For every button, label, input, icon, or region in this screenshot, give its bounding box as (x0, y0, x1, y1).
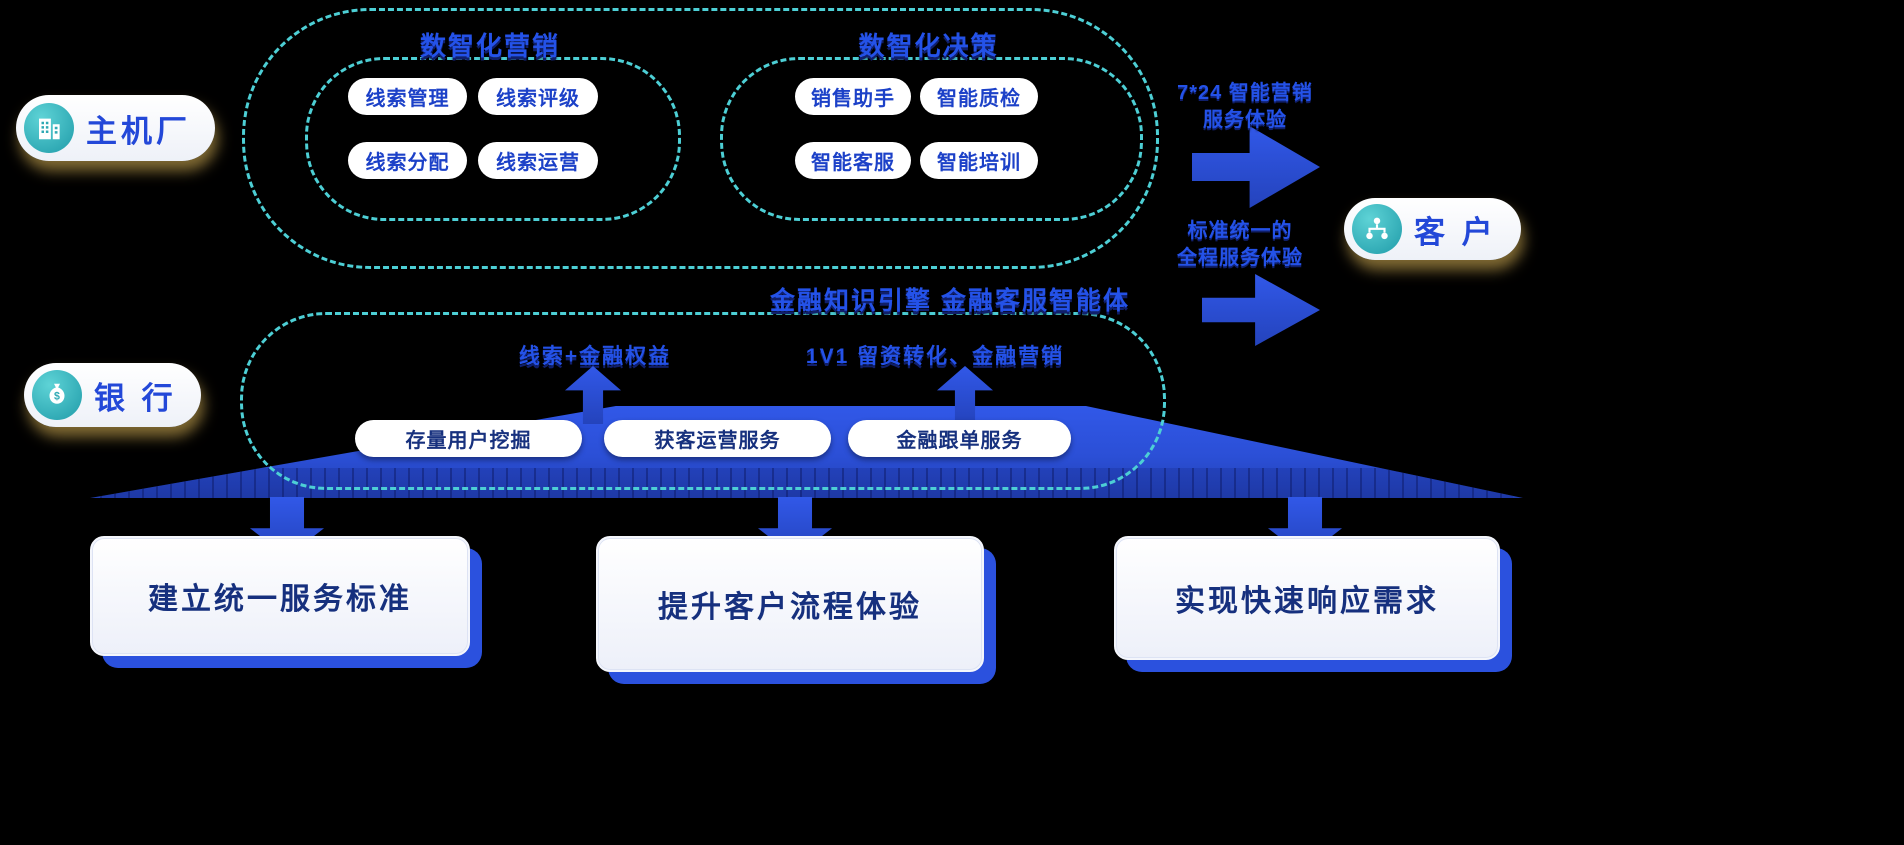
right-arrow-top-label: 7*24 智能营销 服务体验 (1155, 80, 1335, 134)
actor-oem-label: 主机厂 (86, 113, 191, 149)
decision-item-smart-service: 智能客服 (795, 142, 911, 179)
bank-flow-right-label: 1V1 留资转化、金融营销 (805, 345, 1065, 368)
marketing-item-lead-assignment: 线索分配 (348, 142, 467, 179)
service-acquisition-operation: 获客运营服务 (604, 420, 831, 457)
right-arrow-bottom-label-line1: 标准统一的 (1187, 220, 1293, 242)
decision-item-sales-assistant: 销售助手 (795, 78, 911, 115)
result-card-unified-standard-label: 建立统一服务标准 (148, 583, 412, 616)
right-arrow-bottom-label: 标准统一的 全程服务体验 (1160, 218, 1320, 272)
card-face: 提升客户流程体验 (596, 536, 984, 672)
bank-flow-left-label: 线索+金融权益 (518, 345, 672, 368)
service-finance-follow-up: 金融跟单服务 (848, 420, 1071, 457)
actor-customer: 客 户 (1344, 198, 1521, 260)
marketing-group-box (305, 57, 681, 221)
oem-capability-group-box (242, 8, 1159, 269)
decision-item-smart-qc: 智能质检 (920, 78, 1038, 115)
result-card-process-experience-label: 提升客户流程体验 (658, 591, 922, 624)
result-card-rapid-response: 实现快速响应需求 (1114, 536, 1512, 672)
right-arrow-top-label-line2: 服务体验 (1203, 109, 1287, 131)
result-card-rapid-response-label: 实现快速响应需求 (1175, 585, 1439, 618)
result-card-process-experience: 提升客户流程体验 (596, 536, 996, 684)
marketing-item-lead-operation: 线索运营 (478, 142, 598, 179)
actor-bank: $ 银 行 (24, 363, 201, 427)
card-face: 建立统一服务标准 (90, 536, 470, 656)
bank-group-box (240, 312, 1166, 490)
marketing-item-lead-management: 线索管理 (348, 78, 467, 115)
org-people-icon (1352, 204, 1402, 254)
right-arrow-top-label-line1: 7*24 智能营销 (1177, 82, 1313, 104)
svg-text:$: $ (54, 390, 60, 402)
marketing-item-lead-rating: 线索评级 (478, 78, 598, 115)
result-card-unified-standard: 建立统一服务标准 (90, 536, 482, 668)
platform-tick-band (100, 468, 1513, 498)
service-existing-user-mining: 存量用户挖掘 (355, 420, 582, 457)
actor-oem: 主机厂 (16, 95, 215, 161)
card-face: 实现快速响应需求 (1114, 536, 1500, 660)
decision-group-box (720, 57, 1143, 221)
actor-customer-label: 客 户 (1414, 214, 1497, 250)
right-arrow-bottom-label-line2: 全程服务体验 (1177, 247, 1303, 269)
decision-group-title: 数智化决策 (858, 31, 999, 61)
right-arrow-bottom (1202, 274, 1320, 346)
decision-item-smart-training: 智能培训 (920, 142, 1038, 179)
building-icon (24, 103, 74, 153)
right-arrow-top (1192, 126, 1320, 208)
marketing-group-title: 数智化营销 (419, 31, 560, 61)
finance-engine-title: 金融知识引擎 金融客服智能体 (770, 287, 1130, 315)
money-bag-icon: $ (32, 370, 82, 420)
actor-bank-label: 银 行 (94, 380, 177, 416)
